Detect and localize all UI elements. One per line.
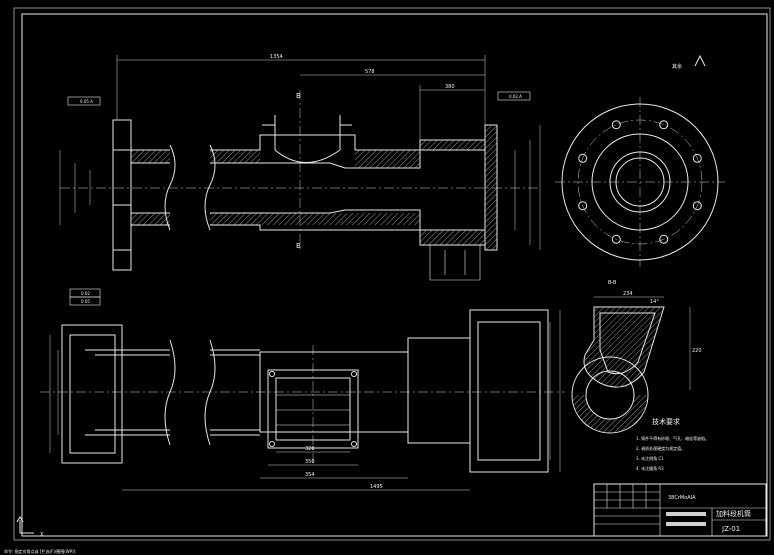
- tech-item-3: 3. 未注倒角 C1: [636, 455, 664, 461]
- dim-bottom-overall: 1495: [370, 484, 383, 490]
- flange-bolt-hole: [692, 201, 702, 211]
- bb-dim-width: 234: [623, 291, 633, 297]
- dim-bottom-window2: 350: [305, 459, 315, 465]
- top-section-view: B B 1354 578 380 0.05 A 0.02 A 0.02 0.05: [59, 54, 541, 306]
- title-drawing-no: JZ-01: [721, 525, 740, 533]
- bb-dim-angle: 14°: [650, 299, 659, 305]
- bottom-front-view: 1495 354 350 328: [40, 309, 565, 491]
- drawing-frame-inner: [21, 13, 768, 537]
- flange-bolt-hole: [611, 234, 621, 244]
- flange-bolt-hole: [578, 153, 588, 163]
- command-line-text: 命令: 指定对角点或 [栏选(F)/圈围(WP)]:: [4, 548, 77, 554]
- flange-bolt-hole: [611, 120, 621, 130]
- title-block: 38CrMoAlA 加料段机筒 JZ-01: [593, 483, 767, 537]
- svg-text:X: X: [40, 532, 44, 538]
- command-line-bar[interactable]: [0, 544, 774, 555]
- bb-title: B-B: [608, 280, 617, 286]
- title-material: 38CrMoAlA: [668, 495, 696, 501]
- roughness-note: 其余: [672, 63, 682, 70]
- tech-item-2: 2. 调质处理硬度为规定值。: [636, 445, 685, 451]
- tech-item-4: 4. 未注圆角 R3: [636, 465, 664, 471]
- tech-title: 技术要求: [652, 417, 680, 426]
- tolerance-left-text: 0.05 A: [80, 99, 93, 104]
- flange-bolt-hole: [659, 234, 669, 244]
- end-view-flange: [555, 97, 725, 267]
- dim-top-right: 380: [445, 84, 455, 90]
- dim-top-overall: 1354: [270, 54, 283, 60]
- dim-bottom-window: 354: [305, 472, 315, 478]
- section-mark-bottom: B: [296, 242, 301, 250]
- tolerance-low2-text: 0.05: [81, 299, 90, 304]
- left-flange: [112, 119, 132, 271]
- dim-bottom-window3: 328: [305, 446, 315, 452]
- drawing-frame-outer: [13, 7, 771, 541]
- ucs-icon: X: [16, 516, 44, 538]
- section-mark-top: B: [296, 92, 301, 100]
- flange-bolt-hole: [578, 201, 588, 211]
- flange-bolt-hole: [692, 153, 702, 163]
- flange-bolt-hole: [659, 120, 669, 130]
- dim-top-mid: 578: [365, 69, 375, 75]
- tolerance-frame-left: [67, 96, 101, 106]
- tolerance-low1-text: 0.02: [81, 291, 90, 296]
- bb-section-view: B-B 234 14° 220: [571, 280, 702, 434]
- title-part-name: 加料段机筒: [716, 509, 751, 518]
- bb-dim-height: 220: [692, 348, 702, 354]
- tolerance-frame-right: [497, 91, 531, 101]
- tolerance-right-text: 0.02 A: [509, 94, 522, 99]
- roughness-symbol: [694, 54, 706, 67]
- tech-requirements: 技术要求 1. 铸件不得有砂眼、气孔、缩松等缺陷。 2. 调质处理硬度为规定值。…: [636, 417, 709, 471]
- tech-item-1: 1. 铸件不得有砂眼、气孔、缩松等缺陷。: [636, 435, 709, 441]
